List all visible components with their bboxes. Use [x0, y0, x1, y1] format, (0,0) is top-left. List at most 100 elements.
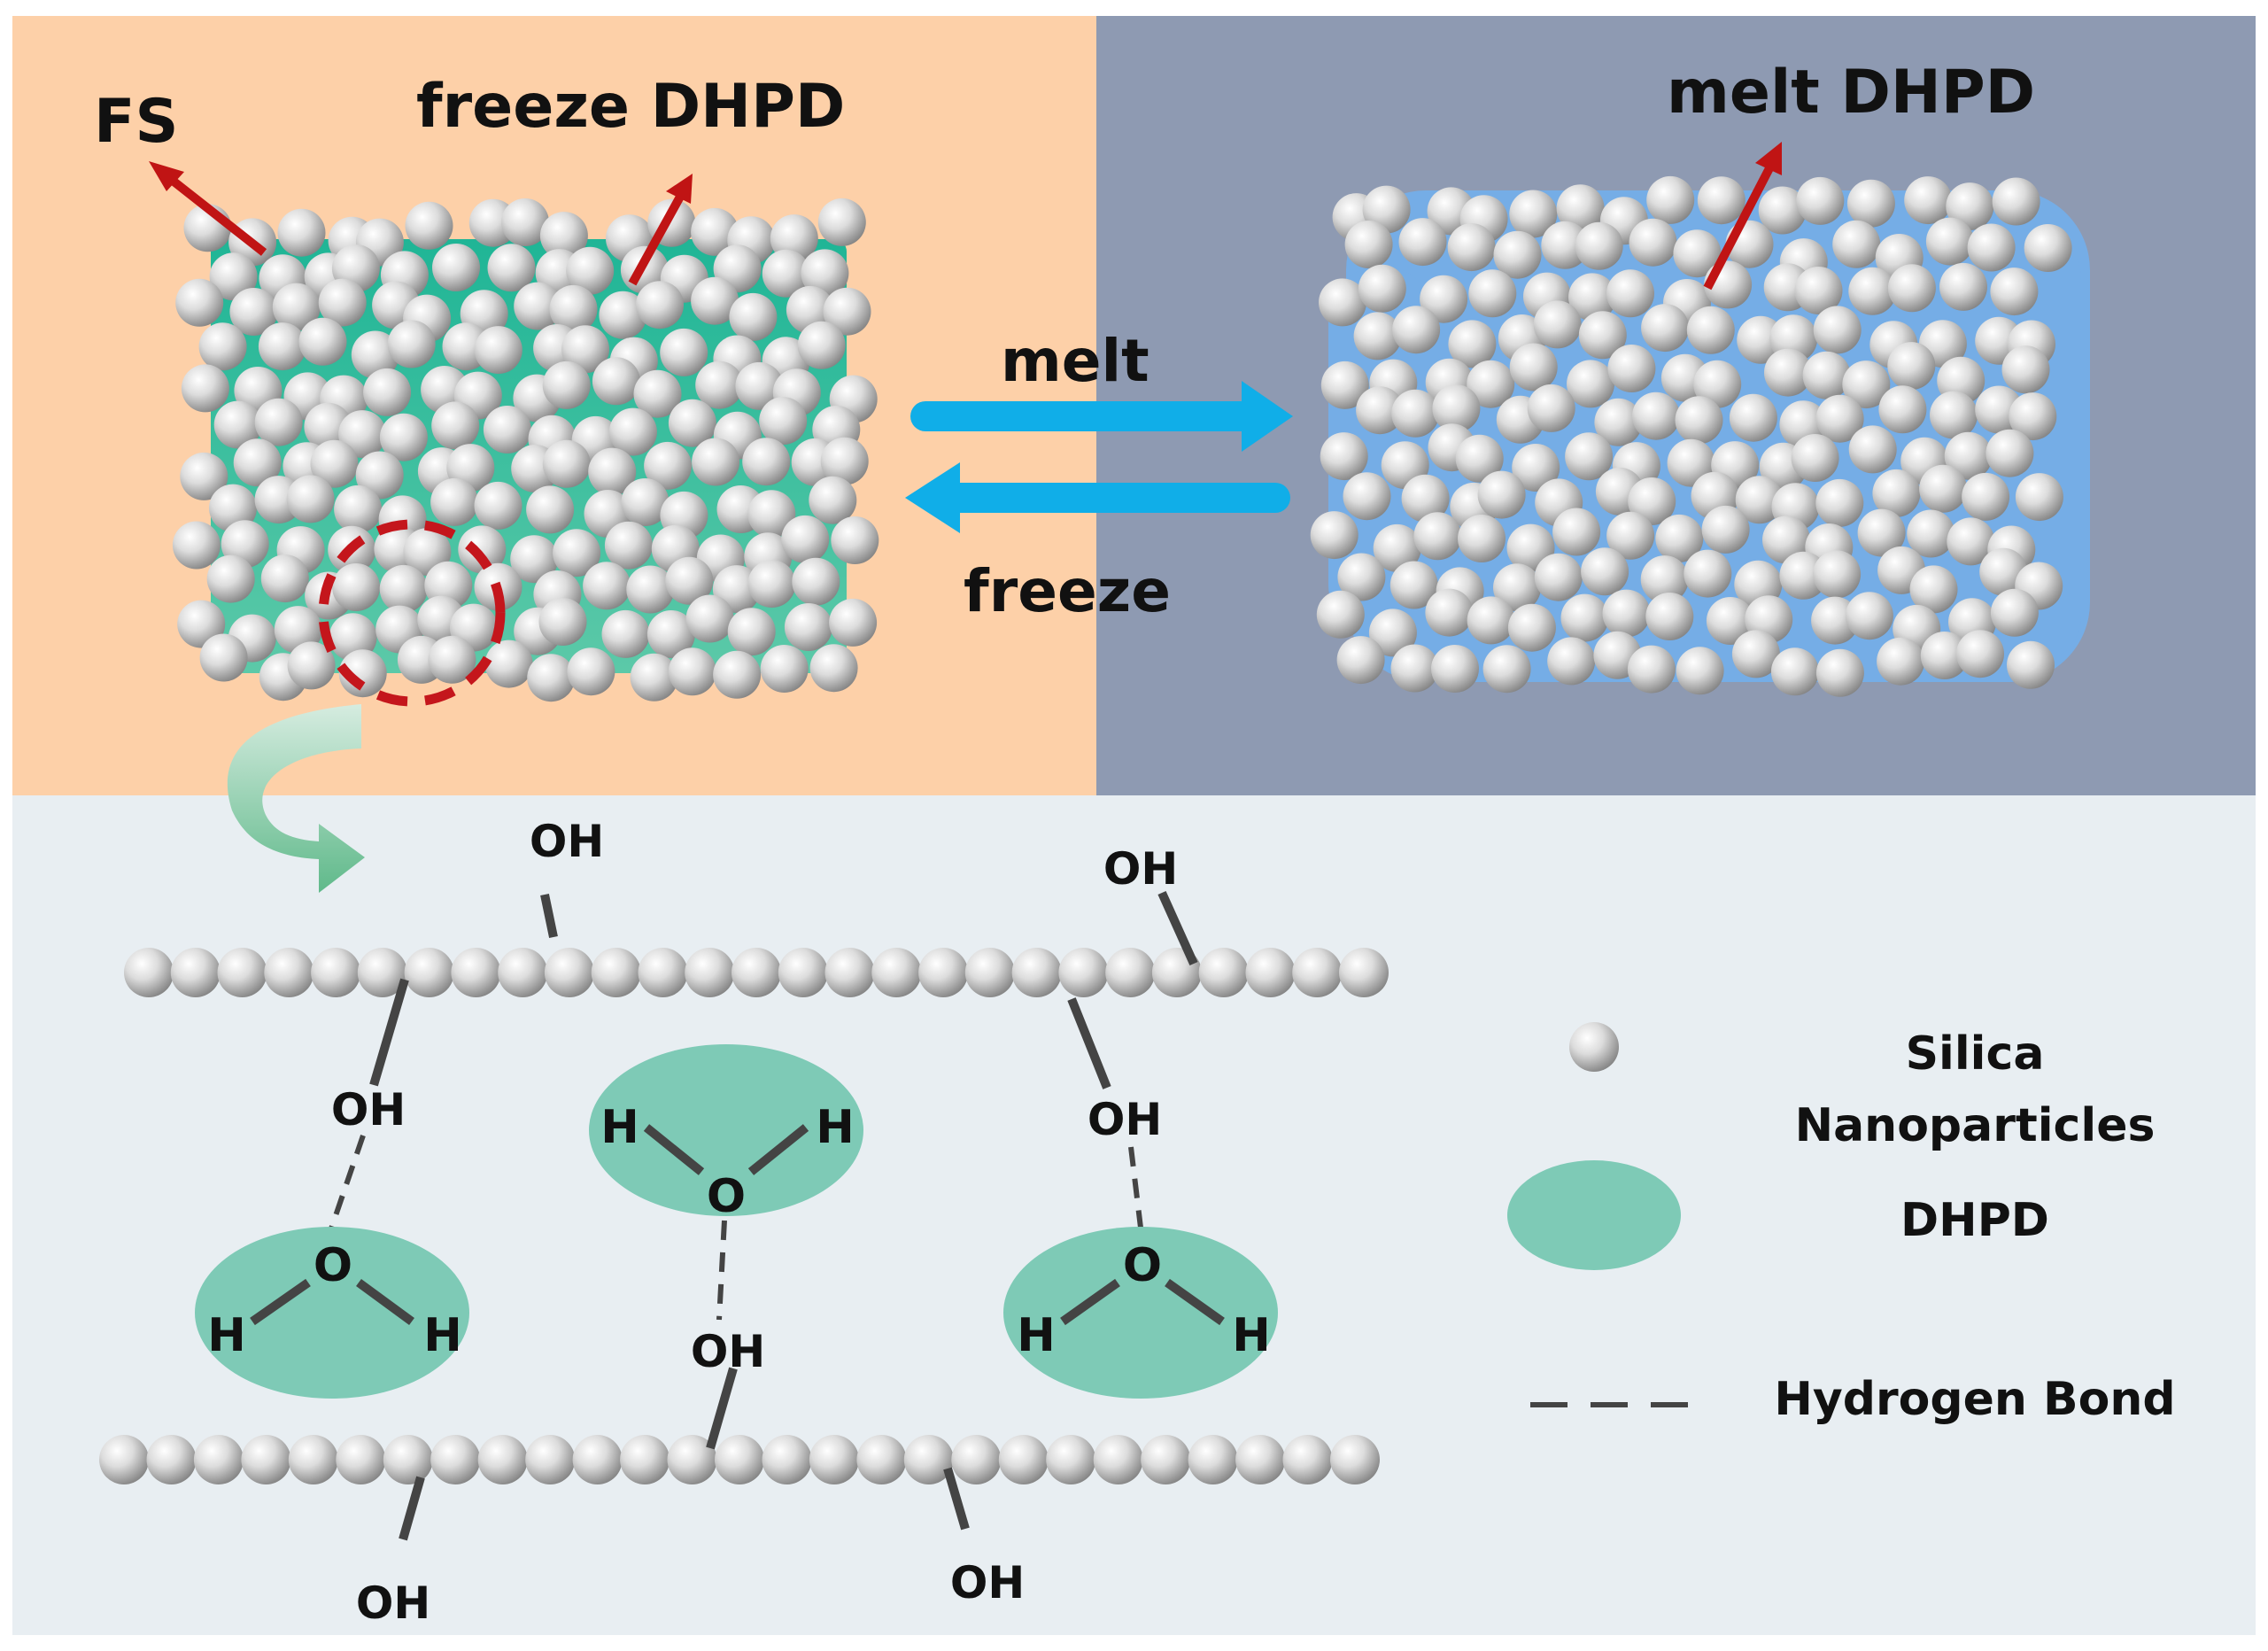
silica-nanoparticle [379, 564, 428, 613]
silica-nanoparticle [567, 647, 615, 696]
silica-nanoparticle [566, 246, 615, 295]
silica-nanoparticle [1764, 348, 1812, 397]
silica-nanoparticle [592, 357, 640, 406]
melt-arrow [910, 381, 1293, 452]
silica-nanoparticle [781, 515, 830, 563]
silica-nanoparticle [1706, 597, 1754, 645]
atom-o-right: O [1123, 1239, 1162, 1292]
silica-nanoparticle [542, 360, 591, 409]
silica-nanoparticle [1556, 184, 1605, 233]
silica-nanoparticle [539, 212, 588, 260]
silica-nanoparticle [1628, 477, 1676, 525]
silica-nanoparticle [620, 1435, 670, 1484]
silica-nanoparticle [527, 654, 576, 702]
silica-nanoparticle [484, 639, 533, 688]
silica-nanoparticle [1282, 1435, 1333, 1484]
label-melt: melt [1001, 327, 1149, 395]
silica-nanoparticle [1796, 176, 1845, 225]
silica-nanoparticle [1606, 269, 1654, 318]
silica-nanoparticle [1846, 179, 1895, 228]
silica-nanoparticle [405, 201, 453, 250]
silica-nanoparticle [1392, 306, 1441, 354]
silica-nanoparticle [1565, 432, 1614, 481]
silica-nanoparticle [1946, 182, 1994, 231]
silica-nanoparticle [538, 598, 587, 646]
label-oh-center-bridge: OH [691, 1326, 765, 1377]
silica-nanoparticle [871, 948, 922, 997]
silica-nanoparticle [831, 516, 879, 564]
silica-nanoparticle [809, 644, 858, 693]
silica-nanoparticle [792, 557, 840, 606]
silica-nanoparticle [383, 1435, 433, 1484]
silica-nanoparticle [1758, 186, 1807, 235]
silica-nanoparticle [1533, 300, 1582, 349]
silica-nanoparticle [1684, 549, 1732, 598]
silica-nanoparticle [735, 361, 784, 410]
silica-nanoparticle [964, 948, 1015, 997]
silica-nanoparticle [668, 399, 716, 447]
silica-nanoparticle [1629, 218, 1677, 267]
legend-hydrogen-bond-label: Hydrogen Bond [1774, 1373, 2175, 1426]
silica-nanoparticle [1337, 553, 1386, 601]
silica-nanoparticle [1330, 1435, 1380, 1484]
silica-nanoparticle [1567, 360, 1614, 408]
silica-nanoparticle [1358, 264, 1406, 313]
silica-nanoparticle [510, 535, 559, 584]
silica-nanoparticle [951, 1435, 1002, 1484]
silica-nanoparticle [691, 207, 739, 256]
silica-nanoparticle [1655, 514, 1704, 562]
silica-nanoparticle [1676, 647, 1724, 695]
legend-silica-swatch [1569, 1022, 1619, 1072]
silica-nanoparticle [1432, 384, 1481, 433]
silica-nanoparticle [1956, 630, 2004, 678]
silica-nanoparticle [334, 484, 383, 533]
silica-nanoparticle [175, 278, 224, 327]
silica-nanoparticle [1512, 444, 1560, 492]
silica-nanoparticle [685, 948, 735, 997]
atom-h-center-1: H [600, 1101, 639, 1154]
silica-nanoparticle [1813, 550, 1862, 599]
legend-silica-label-line1: Silica [1906, 1027, 2045, 1081]
silica-nanoparticle [784, 603, 832, 651]
legend-dhpd-label: DHPD [1900, 1194, 2049, 1247]
silica-nanoparticle [124, 948, 174, 997]
zoom-arrow [227, 704, 365, 893]
atom-h-right-2: H [1232, 1309, 1271, 1362]
silica-nanoparticle [626, 565, 675, 614]
silica-nanoparticle [1235, 1435, 1286, 1484]
silica-nanoparticle [1455, 434, 1504, 483]
silica-nanoparticle [918, 948, 969, 997]
silica-nanoparticle [667, 1435, 717, 1484]
molecular-detail-panel [12, 795, 2256, 1635]
silica-nanoparticle [1448, 320, 1497, 368]
silica-nanoparticle [1779, 551, 1828, 600]
silica-nanoparticle [601, 609, 650, 658]
silica-nanoparticle [668, 647, 716, 696]
silica-nanoparticle [193, 1435, 244, 1484]
silica-nanoparticle [1673, 229, 1722, 278]
silica-nanoparticle [1877, 637, 1925, 686]
silica-nanoparticle [1887, 342, 1936, 391]
silica-nanoparticle [762, 249, 810, 298]
silica-nanoparticle [474, 326, 522, 375]
silica-nanoparticle [1697, 176, 1746, 225]
silica-nanoparticle [621, 478, 670, 526]
silica-nanoparticle [1011, 948, 1062, 997]
silica-nanoparticle [1832, 220, 1881, 268]
label-oh-left-bridge: OH [331, 1084, 406, 1136]
silica-nanoparticle [514, 282, 562, 330]
label-melt-dhpd: melt DHPD [1667, 58, 2035, 128]
silica-nanoparticle [1904, 176, 1953, 225]
silica-nanoparticle [1560, 593, 1609, 642]
silica-nanoparticle [272, 283, 321, 331]
dhpd-molecule-right [1003, 1227, 1278, 1399]
silica-nanoparticle [1391, 389, 1440, 438]
silica-nanoparticle [542, 439, 591, 488]
silica-nanoparticle [258, 322, 306, 371]
silica-nanoparticle [1632, 391, 1680, 440]
silica-nanoparticle [1930, 391, 1978, 439]
legend-dhpd-swatch [1507, 1160, 1681, 1270]
silica-nanoparticle [525, 1435, 576, 1484]
silica-nanoparticle [363, 368, 412, 416]
silica-nanoparticle [823, 287, 871, 336]
